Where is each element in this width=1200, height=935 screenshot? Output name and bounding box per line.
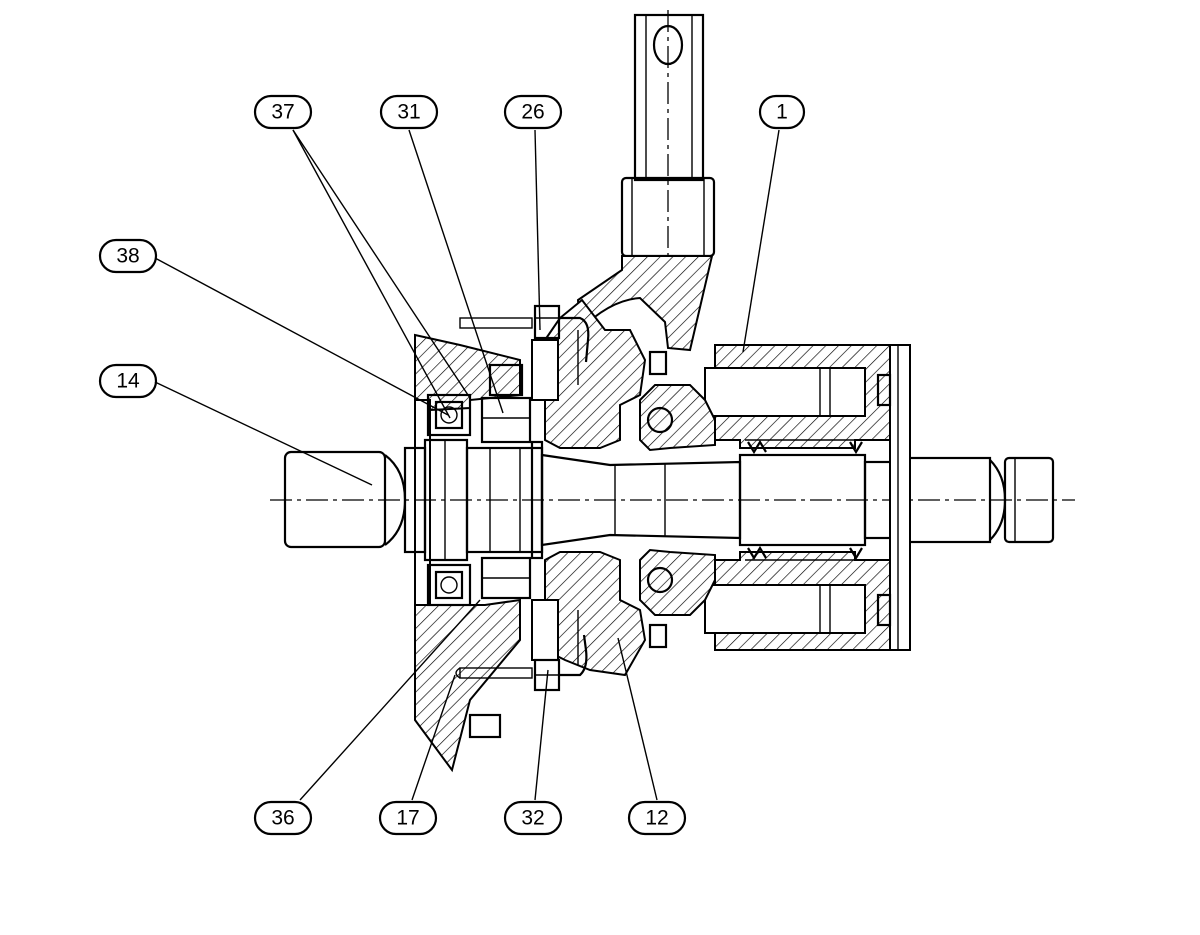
callout-1: 1 <box>758 94 806 130</box>
swash-plate <box>639 350 716 649</box>
callout-31: 31 <box>379 94 439 130</box>
cylinder-block-1 <box>704 344 911 651</box>
svg-text:37: 37 <box>271 101 294 124</box>
callout-37: 37 <box>253 94 313 130</box>
svg-text:31: 31 <box>397 101 420 124</box>
bearing-38 <box>426 393 472 607</box>
svg-text:17: 17 <box>396 807 419 830</box>
callouts: 37 31 26 1 38 14 36 17 <box>98 94 806 836</box>
svg-text:26: 26 <box>521 101 544 124</box>
svg-text:36: 36 <box>271 807 294 830</box>
callout-32: 32 <box>503 800 563 836</box>
callout-36: 36 <box>253 800 313 836</box>
middle-housing-12 <box>531 298 647 677</box>
leader-lines <box>154 129 780 801</box>
front-housing <box>414 333 521 773</box>
main-shaft <box>270 438 1075 562</box>
svg-text:32: 32 <box>521 807 544 830</box>
callout-26: 26 <box>503 94 563 130</box>
callout-17: 17 <box>378 800 438 836</box>
callout-38: 38 <box>98 238 158 274</box>
svg-text:14: 14 <box>116 370 140 393</box>
control-lever <box>576 10 716 352</box>
svg-text:38: 38 <box>116 245 139 268</box>
fitting-32 <box>455 634 588 739</box>
callout-14: 14 <box>98 363 158 399</box>
svg-text:1: 1 <box>776 101 788 124</box>
bearing-31 <box>480 363 532 600</box>
callout-12: 12 <box>627 800 687 836</box>
svg-text:12: 12 <box>645 807 668 830</box>
fitting-26 <box>459 304 590 363</box>
